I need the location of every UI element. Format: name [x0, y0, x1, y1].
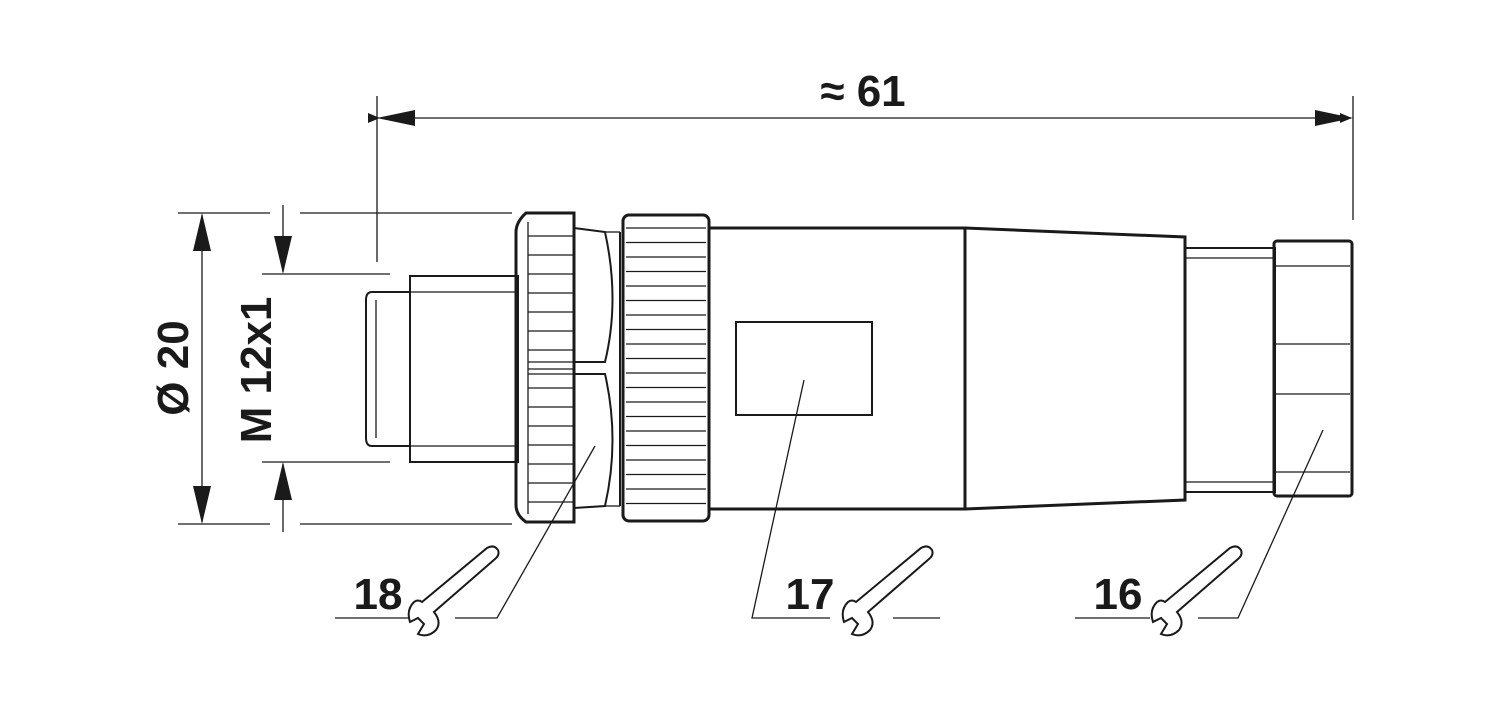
label-window	[735, 321, 873, 416]
thread-label: M 12x1	[232, 297, 281, 444]
length-dimension: ≈ 61	[368, 67, 1354, 262]
gland-nut-16	[1272, 239, 1354, 498]
coupling-nut-18-outline	[514, 211, 576, 524]
length-arrow-right	[1315, 110, 1353, 126]
rear-housing	[964, 226, 1187, 511]
leader-18	[455, 445, 596, 619]
wrench-group-16: 16	[1094, 545, 1243, 637]
wrench-icon	[841, 545, 934, 637]
connector-body	[365, 211, 1354, 524]
wrench-outline	[407, 545, 500, 637]
wrench-group-17: 17	[786, 545, 934, 637]
pin-tip	[365, 291, 410, 447]
wrench-label-17: 17	[786, 570, 835, 619]
coupling-nut-18-ridges	[528, 235, 574, 503]
gland-nut-16-outline	[1272, 239, 1354, 498]
diameter-label: Ø 20	[149, 320, 198, 415]
gland-shaft	[1184, 247, 1276, 493]
wrench-icon	[407, 545, 500, 637]
nut-18-cap-bottom	[573, 373, 614, 509]
wrench-label-18: 18	[354, 570, 403, 619]
wrench-outline	[1150, 545, 1243, 637]
coupling-nut-18	[514, 211, 621, 524]
wrench-icon	[1150, 545, 1243, 637]
diameter-dimension: Ø 20	[149, 212, 512, 525]
wrench-group-18: 18	[354, 545, 500, 637]
thread-arrow-top	[274, 236, 292, 274]
thread-dimension: M 12x1	[232, 205, 390, 532]
diameter-arrow-top	[193, 213, 211, 251]
leader-16	[1198, 429, 1324, 619]
leader-17	[751, 379, 830, 619]
nut-18-cap-top	[573, 227, 614, 363]
coupling-nut-17	[621, 213, 711, 523]
wrench-outline	[841, 545, 934, 637]
diameter-arrow-bottom	[193, 486, 211, 524]
wrench-label-16: 16	[1094, 570, 1143, 619]
main-housing	[709, 226, 967, 511]
pin-shaft	[409, 275, 519, 463]
coupling-nut-17-outline	[621, 213, 711, 523]
length-arrow-left	[377, 110, 415, 126]
length-label: ≈ 61	[820, 67, 905, 116]
leader-lines	[335, 379, 1324, 619]
thread-arrow-bottom	[274, 462, 292, 500]
coupling-nut-17-ridges	[626, 227, 706, 505]
